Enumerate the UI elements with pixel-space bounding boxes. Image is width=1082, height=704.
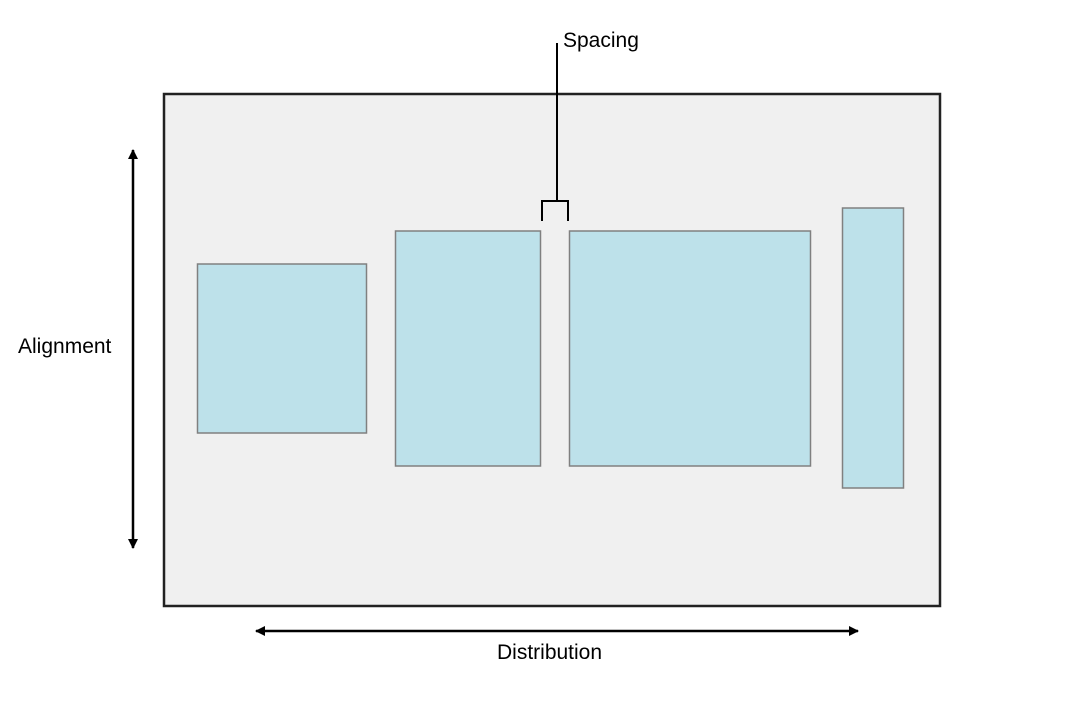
- spacing-label: Spacing: [563, 29, 639, 52]
- distribution-label: Distribution: [497, 641, 603, 664]
- arranged-view-4: [841, 207, 905, 489]
- arranged-view-1: [196, 263, 368, 434]
- alignment-label: Alignment: [18, 335, 112, 358]
- arranged-view-3: [568, 230, 812, 467]
- spacing-callout: [541, 43, 569, 221]
- arranged-view-2: [394, 230, 542, 467]
